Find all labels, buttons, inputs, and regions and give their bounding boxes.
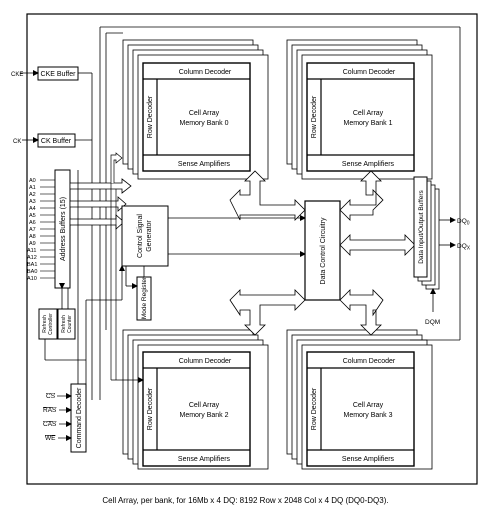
data-bus-arrows	[229, 170, 416, 336]
memory-bank-1-block: Column Decoder Row Decoder Cell Array Me…	[286, 39, 433, 180]
refresh-counter-label-1: Refresh	[61, 315, 67, 333]
control-signal-generator	[121, 205, 169, 267]
refresh-controller-label-2: Controller	[48, 313, 54, 335]
cke-buffer-label: CKE Buffer	[41, 71, 77, 78]
dq0-label: DQ0	[457, 218, 470, 227]
bank1-row-decoder: Row Decoder	[311, 95, 318, 138]
memory-bank-2-block: Column Decoder Row Decoder Cell Array Me…	[122, 329, 269, 470]
memory-bank-3-block: Column Decoder Row Decoder Cell Array Me…	[286, 329, 433, 470]
bank3-column-decoder: Column Decoder	[343, 358, 396, 365]
bank3-sense-amplifiers: Sense Amplifiers	[342, 456, 395, 463]
bank1-sense-amplifiers: Sense Amplifiers	[342, 161, 395, 168]
address-pin-ba0: BA0	[27, 269, 37, 275]
refresh-counter-label-2: Counter	[67, 315, 73, 333]
address-pin-labels: A0 A1 A2 A3 A4 A5 A6 A7 A8 A9 A11 A12 BA…	[27, 178, 37, 282]
control-signal-generator-label-2: Generator	[146, 220, 153, 252]
dqx-label: DQX	[457, 243, 471, 252]
command-decoder-label: Command Decoder	[76, 387, 83, 448]
data-control-circuitry-label: Data Control Circuitry	[320, 217, 327, 284]
bank1-column-decoder: Column Decoder	[343, 69, 396, 76]
command-cas: CAS	[43, 421, 57, 428]
refresh-counter	[57, 308, 76, 340]
address-pin-a10: A10	[27, 276, 37, 282]
bank2-column-decoder: Column Decoder	[179, 358, 232, 365]
caption: Cell Array, per bank, for 16Mb x 4 DQ: 8…	[102, 496, 389, 505]
mode-register-label: Mode Register	[141, 276, 148, 319]
data-control-circuitry	[304, 200, 341, 301]
command-cs: CS	[46, 393, 56, 400]
bank0-row-decoder: Row Decoder	[147, 95, 154, 138]
address-pin-a9: A9	[29, 241, 36, 247]
bank0-memory-bank: Memory Bank 0	[179, 120, 228, 127]
bank3-row-decoder: Row Decoder	[311, 387, 318, 430]
bank2-row-decoder: Row Decoder	[147, 387, 154, 430]
bank2-memory-bank: Memory Bank 2	[179, 412, 228, 419]
bank1-cell-array: Cell Array	[353, 110, 384, 117]
address-pin-a0: A0	[29, 178, 36, 184]
address-pin-wires	[40, 179, 55, 279]
control-signal-generator-label-1: Control Signal	[137, 214, 144, 258]
address-pin-a12: A12	[27, 255, 37, 261]
address-pin-a5: A5	[29, 213, 36, 219]
address-pin-a8: A8	[29, 234, 36, 240]
command-we: WE	[45, 435, 56, 442]
address-pin-ba1: BA1	[27, 262, 37, 268]
memory-bank-0-block: Column Decoder Row Decoder Cell Array Me…	[122, 39, 269, 180]
bank2-sense-amplifiers: Sense Amplifiers	[178, 456, 231, 463]
bank0-sense-amplifiers: Sense Amplifiers	[178, 161, 231, 168]
bank2-cell-array: Cell Array	[189, 402, 220, 409]
command-decoder	[70, 383, 87, 453]
bank0-column-decoder: Column Decoder	[179, 69, 232, 76]
data-io-buffers-label: Data Input/Output Buffers	[418, 189, 425, 263]
bank3-memory-bank: Memory Bank 3	[343, 412, 392, 419]
address-pin-a6: A6	[29, 220, 36, 226]
bank3-cell-array: Cell Array	[353, 402, 384, 409]
address-pin-a11: A11	[27, 248, 36, 254]
bank1-memory-bank: Memory Bank 1	[343, 120, 392, 127]
command-ras: RAS	[43, 407, 57, 414]
address-buffers-label: Address Buffers (15)	[60, 197, 67, 261]
cke-input-label: CKE	[11, 72, 23, 78]
address-pin-a7: A7	[29, 227, 36, 233]
bank0-cell-array: Cell Array	[189, 110, 220, 117]
address-pin-a1: A1	[29, 185, 36, 191]
command-inputs: CS RAS CAS WE	[43, 393, 57, 442]
address-pin-a3: A3	[29, 199, 36, 205]
ck-input-label: CK	[13, 139, 21, 145]
address-pin-a4: A4	[29, 206, 36, 212]
address-pin-a2: A2	[29, 192, 36, 198]
refresh-controller-label-1: Refresh	[42, 315, 48, 333]
ck-buffer-label: CK Buffer	[41, 138, 72, 145]
refresh-controller	[38, 308, 58, 340]
row-address-to-bank0	[110, 152, 123, 183]
command-wires	[57, 393, 72, 441]
dqm-label: DQM	[425, 319, 440, 326]
outer-frame	[26, 13, 478, 485]
